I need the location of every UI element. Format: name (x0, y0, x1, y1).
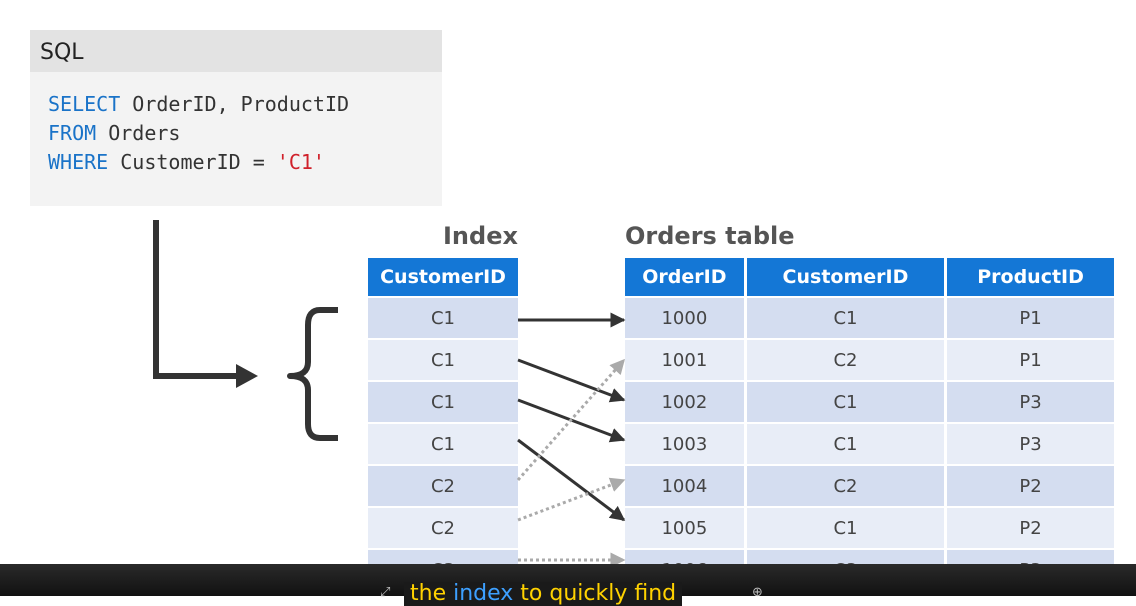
brace (287, 307, 338, 441)
orders-cell: C2 (745, 464, 948, 507)
expand-icon[interactable]: ⤢ (380, 585, 391, 600)
orders-cell: P3 (945, 422, 1114, 465)
orders-cell: P2 (945, 506, 1114, 549)
sql-keyword-select: SELECT (48, 92, 121, 116)
orders-cell: 1003 (625, 422, 747, 465)
zoom-icon[interactable]: ⊕ (752, 585, 763, 600)
sql-string-literal: 'C1' (276, 150, 325, 174)
orders-cell: P1 (945, 338, 1114, 381)
orders-cell: C1 (745, 506, 948, 549)
caption-text-after: to quickly find (513, 581, 677, 606)
orders-cell: P1 (945, 296, 1114, 339)
orders-cell: 1000 (625, 296, 747, 339)
orders-cell: C1 (745, 422, 948, 465)
index-cell: C1 (368, 338, 518, 381)
pointer-arrow (516, 358, 626, 481)
index-row: C1 (368, 422, 518, 465)
orders-column-header: ProductID (945, 258, 1114, 297)
index-row: C1 (368, 296, 518, 339)
index-cell: C1 (368, 380, 518, 423)
orders-cell: C1 (745, 296, 948, 339)
orders-cell: C2 (745, 338, 948, 381)
index-column-header: CustomerID (368, 258, 518, 297)
pointer-arrow (517, 438, 626, 522)
orders-cell: P2 (945, 464, 1114, 507)
index-heading: Index (443, 222, 518, 250)
orders-cell: 1002 (625, 380, 747, 423)
index-cell: C1 (368, 296, 518, 339)
pointer-arrow (517, 477, 626, 522)
sql-line2-rest: Orders (96, 121, 181, 145)
orders-cell: 1004 (625, 464, 747, 507)
flow-arrow (153, 220, 248, 379)
index-row: C2 (368, 464, 518, 507)
index-row: C2 (368, 506, 518, 549)
orders-cell: 1001 (625, 338, 747, 381)
index-cell: C2 (368, 506, 518, 549)
orders-cell: P3 (945, 380, 1114, 423)
caption-highlight: index (453, 581, 514, 606)
sql-header: SQL (30, 30, 442, 72)
sql-keyword-where: WHERE (48, 150, 109, 174)
sql-title: SQL (40, 40, 84, 65)
pointer-arrow (517, 358, 626, 403)
subtitle-caption: the index to quickly find (404, 581, 683, 606)
sql-keyword-from: FROM (48, 121, 97, 145)
orders-cell: C1 (745, 380, 948, 423)
sql-line1-rest: OrderID, ProductID (120, 92, 350, 116)
flow-arrowhead (236, 364, 258, 388)
index-cell: C1 (368, 422, 518, 465)
index-row: C1 (368, 338, 518, 381)
sql-panel: SQL SELECT OrderID, ProductID FROM Order… (30, 30, 442, 206)
index-row: C1 (368, 380, 518, 423)
index-cell: C2 (368, 464, 518, 507)
sql-code: SELECT OrderID, ProductID FROM Orders WH… (48, 90, 349, 177)
caption-text-before: the (410, 581, 454, 606)
orders-cell: 1005 (625, 506, 747, 549)
orders-column-header: CustomerID (745, 258, 948, 297)
orders-table-heading: Orders table (625, 222, 795, 250)
orders-column-header: OrderID (625, 258, 747, 297)
sql-line3-rest: CustomerID = (108, 150, 277, 174)
